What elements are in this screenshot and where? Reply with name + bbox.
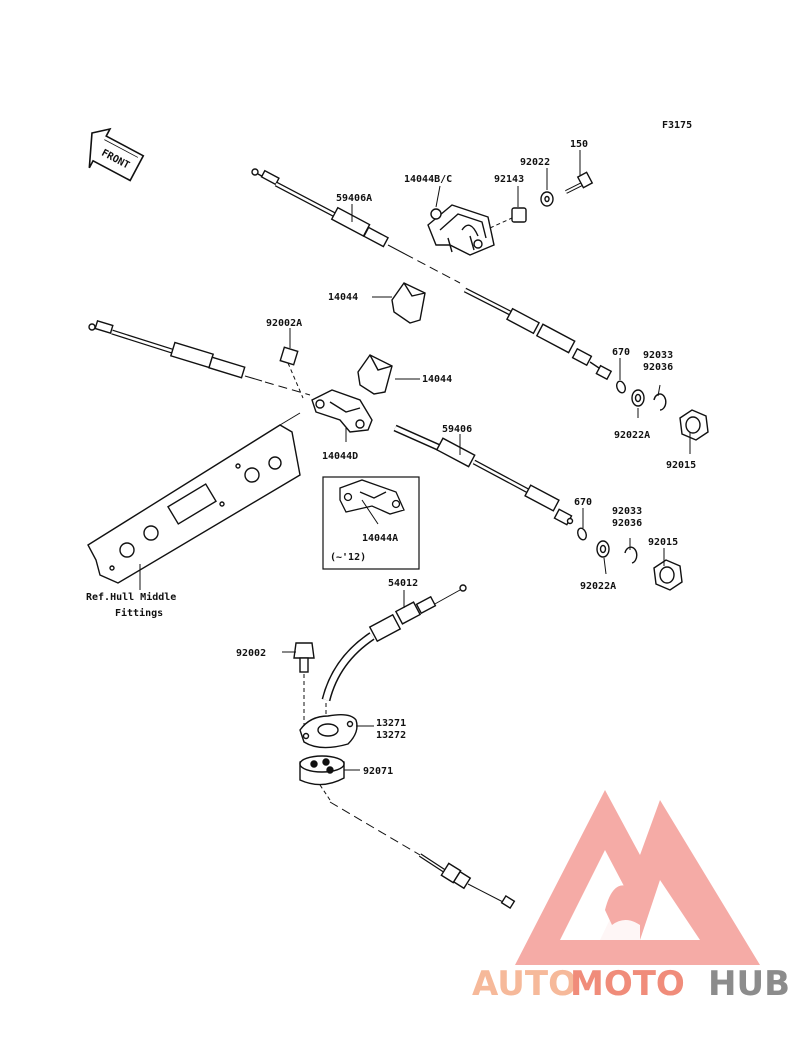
label-ref-hull-line2: Fittings <box>115 607 163 619</box>
cable-54012 <box>321 584 467 716</box>
label-150: 150 <box>570 139 588 150</box>
bolt-92002a <box>279 346 304 399</box>
front-arrow-icon: FRONT <box>88 127 145 182</box>
cable-59406a <box>251 168 613 381</box>
label-92036-a: 92036 <box>643 362 673 373</box>
bracket-14044d <box>311 389 373 433</box>
label-ref-hull-line1: Ref.Hull Middle <box>86 591 176 603</box>
label-92002a: 92002A <box>266 318 302 329</box>
label-92022: 92022 <box>520 157 550 168</box>
label-92022a-a: 92022A <box>614 430 650 441</box>
label-92002: 92002 <box>236 648 266 659</box>
part-labels: F3175 150 92022 14044B/C 92143 59406A 14… <box>86 120 696 777</box>
label-14044-lower: 14044 <box>422 374 452 385</box>
bolt-92002 <box>293 642 315 725</box>
label-92033-a: 92033 <box>643 350 673 361</box>
watermark-hub: HUB <box>708 964 790 1004</box>
hardware-group-a <box>616 380 709 441</box>
watermark-auto: AUTO <box>472 964 577 1004</box>
label-670-b: 670 <box>574 497 592 508</box>
leader-lines <box>139 150 691 771</box>
cable-59406-right <box>393 424 574 526</box>
sleeve-14044-upper <box>391 282 426 324</box>
washer-92022 <box>540 191 554 207</box>
sleeve-14044-lower <box>357 354 393 395</box>
cable-59406-left <box>88 319 311 396</box>
grommet-92071 <box>299 755 421 856</box>
label-14044a-note: (~'12) <box>330 552 366 563</box>
cable-54012-end <box>418 853 516 910</box>
hardware-group-b <box>577 527 683 591</box>
label-14044-upper: 14044 <box>328 292 358 303</box>
label-670-a: 670 <box>612 347 630 358</box>
label-59406: 59406 <box>442 424 472 435</box>
label-59406a: 59406A <box>336 193 372 204</box>
label-92022a-b: 92022A <box>580 581 616 592</box>
watermark-moto: MOTO <box>570 964 685 1004</box>
plate-13271 <box>299 713 358 749</box>
figure-code: F3175 <box>662 120 692 131</box>
label-14044d: 14044D <box>322 451 358 462</box>
hull-middle-fitting-panel <box>87 412 301 584</box>
label-14044bc: 14044B/C <box>404 174 452 185</box>
label-54012: 54012 <box>388 578 418 589</box>
label-92033-b: 92033 <box>612 506 642 517</box>
inset-14044a <box>322 476 420 570</box>
bracket-14044bc <box>427 204 513 256</box>
spacer-92143 <box>511 207 527 223</box>
label-92143: 92143 <box>494 174 524 185</box>
label-92036-b: 92036 <box>612 518 642 529</box>
label-13272: 13272 <box>376 730 406 741</box>
watermark-text: AUTO MOTO HUB <box>472 964 790 1004</box>
label-14044a: 14044A <box>362 533 398 544</box>
label-92015-a: 92015 <box>666 460 696 471</box>
label-92071: 92071 <box>363 766 393 777</box>
bolt-150 <box>565 171 594 194</box>
label-92015-b: 92015 <box>648 537 678 548</box>
label-13271: 13271 <box>376 718 406 729</box>
watermark-logo-icon <box>515 790 760 965</box>
